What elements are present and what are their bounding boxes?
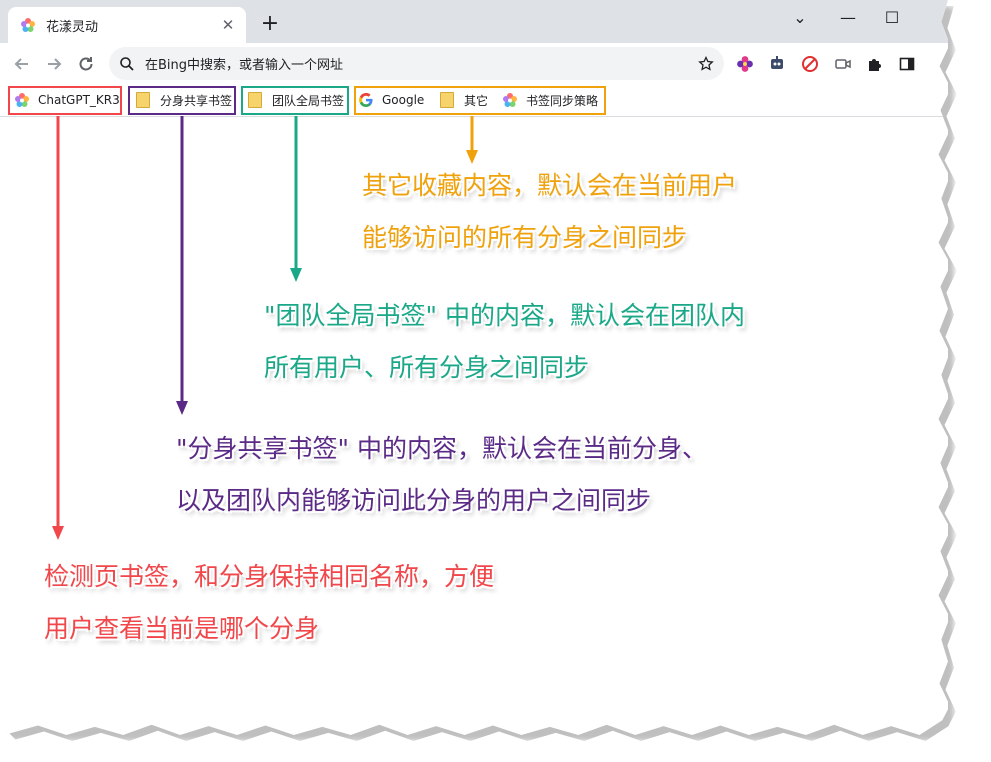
side-panel-icon[interactable] (898, 55, 916, 73)
note-team: "团队全局书签" 中的内容，默认会在团队内 所有用户、所有分身之间同步 (264, 290, 745, 394)
camera-extension-icon[interactable] (834, 55, 852, 73)
bookmark-label: 分身共享书签 (160, 93, 233, 108)
tab-search-chevron-icon[interactable]: ⌄ (793, 8, 807, 27)
bookmark-label: 书签同步策略 (526, 93, 599, 108)
tab-title: 花漾灵动 (46, 19, 99, 35)
highlight-box-other (354, 86, 606, 115)
forward-button[interactable] (42, 52, 66, 76)
note-detect-line1: 检测页书签，和分身保持相同名称，方便 (44, 562, 495, 591)
bookmark-google[interactable]: Google (358, 89, 424, 111)
close-tab-icon[interactable]: ✕ (221, 16, 235, 34)
address-bar[interactable]: 在Bing中搜索，或者输入一个网址 (109, 47, 724, 80)
note-other: 其它收藏内容，默认会在当前用户 能够访问的所有分身之间同步 (362, 160, 737, 264)
flower-icon (15, 93, 29, 107)
forward-arrow-icon (48, 58, 62, 70)
search-icon (120, 56, 134, 71)
google-icon (359, 92, 373, 108)
note-team-line1: "团队全局书签" 中的内容，默认会在团队内 (264, 301, 745, 330)
robot-extension-icon[interactable] (768, 55, 786, 73)
reload-icon (79, 57, 93, 71)
flower-icon (21, 18, 35, 32)
bookmark-folder-other[interactable]: 其它 (440, 89, 488, 111)
arrowhead-team (290, 268, 302, 282)
minimize-button[interactable]: — (840, 8, 856, 27)
bookmark-folder-shared[interactable]: 分身共享书签 (136, 89, 232, 111)
arrowhead-shared (176, 401, 188, 415)
bookmark-label: Google (382, 93, 425, 107)
note-other-line1: 其它收藏内容，默认会在当前用户 (362, 171, 738, 200)
folder-icon (136, 92, 150, 108)
note-detect: 检测页书签，和分身保持相同名称，方便 用户查看当前是哪个分身 (44, 551, 494, 655)
address-placeholder: 在Bing中搜索，或者输入一个网址 (145, 58, 344, 73)
bookmark-label: 团队全局书签 (272, 93, 345, 108)
browser-window: 花漾灵动 ✕ + ⌄ — ☐ 在Bing中搜索，或者输入一个网址 (0, 0, 948, 655)
folder-icon (440, 92, 454, 108)
note-other-line2: 能够访问的所有分身之间同步 (362, 223, 688, 252)
tab-strip: 花漾灵动 ✕ + ⌄ — ☐ (0, 0, 948, 43)
extensions-puzzle-icon[interactable] (866, 55, 884, 73)
back-button[interactable] (10, 52, 34, 76)
maximize-button[interactable]: ☐ (884, 8, 900, 27)
note-detect-line2: 用户查看当前是哪个分身 (44, 614, 320, 643)
flower-icon (503, 93, 517, 107)
bookmark-label: ChatGPT_KR3 (38, 93, 120, 107)
highlight-box-team (241, 86, 349, 115)
back-arrow-icon (14, 58, 28, 70)
toolbar: 在Bing中搜索，或者输入一个网址 (0, 43, 948, 84)
folder-icon (248, 92, 262, 108)
flower-extension-icon[interactable] (736, 55, 754, 73)
arrowhead-detect (52, 526, 64, 540)
block-extension-icon[interactable] (801, 55, 819, 73)
note-team-line2: 所有用户、所有分身之间同步 (264, 353, 590, 382)
bookmark-label: 其它 (464, 93, 489, 108)
highlight-box-detect (8, 86, 122, 115)
bookmark-star-icon[interactable] (696, 54, 716, 74)
bookmarks-bar: ChatGPT_KR3 分身共享书签 团队全局书签 Google 其它 (0, 84, 948, 117)
new-tab-button[interactable]: + (260, 11, 280, 36)
active-tab[interactable]: 花漾灵动 ✕ (8, 7, 246, 43)
highlight-box-shared (128, 86, 236, 115)
note-shared-line1: "分身共享书签" 中的内容，默认会在当前分身、 (176, 434, 707, 463)
note-shared-line2: 以及团队内能够访问此分身的用户之间同步 (176, 486, 652, 515)
reload-button[interactable] (74, 52, 98, 76)
bookmark-sync-policy[interactable]: 书签同步策略 (502, 89, 598, 111)
bookmark-chatgpt-kr3[interactable]: ChatGPT_KR3 (14, 89, 120, 111)
bookmark-folder-team[interactable]: 团队全局书签 (248, 89, 344, 111)
note-shared: "分身共享书签" 中的内容，默认会在当前分身、 以及团队内能够访问此分身的用户之… (176, 423, 707, 527)
